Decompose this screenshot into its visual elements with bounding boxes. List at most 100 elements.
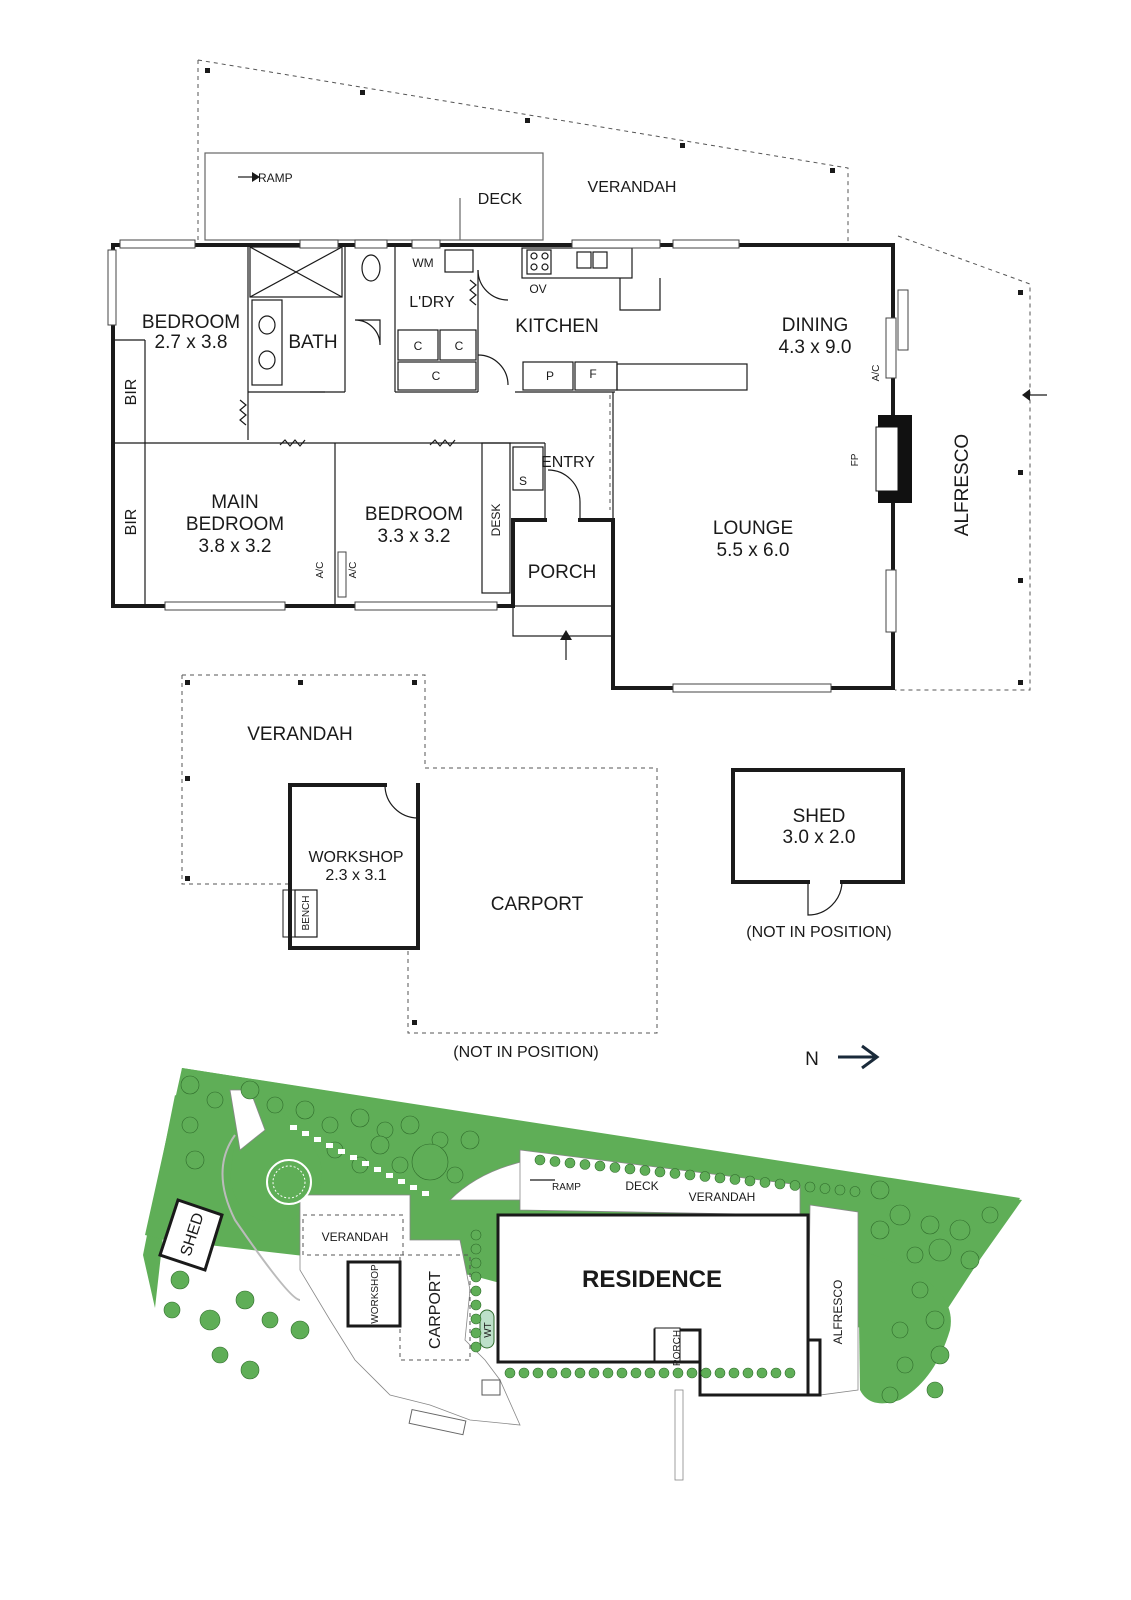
bedroom-1-name: BEDROOM xyxy=(142,312,240,333)
tree xyxy=(870,1220,890,1240)
hedge-shrub xyxy=(756,1367,768,1379)
hedge-shrub xyxy=(834,1184,846,1196)
bath-label: BATH xyxy=(288,332,337,353)
hedge-shrub xyxy=(789,1180,801,1191)
bedroom-2-size: 3.3 x 3.2 xyxy=(378,526,451,547)
hedge-shrub xyxy=(470,1257,482,1269)
tree xyxy=(240,1080,260,1100)
stepping-stone xyxy=(398,1179,405,1184)
tree xyxy=(261,1311,279,1329)
tree xyxy=(891,1321,909,1339)
cupboard-c1: C xyxy=(414,339,423,353)
entry-label: ENTRY xyxy=(541,454,595,471)
bedroom-2-name: BEDROOM xyxy=(365,504,463,525)
hedge-shrub xyxy=(700,1367,712,1379)
porch-label: PORCH xyxy=(528,562,597,583)
tree xyxy=(376,1121,394,1139)
ac-1-label: A/C xyxy=(315,562,326,579)
hedge-shrub xyxy=(534,1154,546,1166)
bedroom-1-size: 2.7 x 3.8 xyxy=(155,332,228,353)
tree xyxy=(370,1135,390,1155)
site-workshop-label: WORKSHOP xyxy=(370,1264,381,1324)
hedge-shrub xyxy=(644,1367,656,1379)
hedge-shrub xyxy=(630,1367,642,1379)
verandah-top-label: VERANDAH xyxy=(588,179,677,196)
hedge-shrub xyxy=(518,1367,530,1379)
hedge-shrub xyxy=(616,1367,628,1379)
tree xyxy=(930,1345,950,1365)
hedge-shrub xyxy=(714,1367,726,1379)
site-carport-label: CARPORT xyxy=(427,1271,444,1349)
outbuildings xyxy=(181,674,905,1070)
workshop-size: 2.3 x 3.1 xyxy=(325,867,386,884)
main-bedroom-size: 3.8 x 3.2 xyxy=(199,536,272,557)
hedge-shrub xyxy=(470,1327,482,1339)
hedge-shrub xyxy=(574,1367,586,1379)
tree xyxy=(400,1115,420,1135)
hedge-shrub xyxy=(849,1186,861,1197)
tree xyxy=(889,1204,911,1226)
tree xyxy=(391,1156,409,1174)
hedge-shrub xyxy=(770,1367,782,1379)
tree xyxy=(928,1238,952,1262)
hedge-shrub xyxy=(658,1367,670,1379)
tree xyxy=(350,1108,370,1128)
ramp-label: RAMP xyxy=(258,171,293,185)
stepping-stone xyxy=(302,1131,309,1136)
main-bedroom-name: MAIN xyxy=(211,492,259,513)
tree xyxy=(235,1290,255,1310)
tree xyxy=(960,1250,980,1270)
laundry-label: L'DRY xyxy=(409,294,455,311)
hedge-shrub xyxy=(549,1156,561,1167)
bench-label: BENCH xyxy=(301,895,312,930)
verandah-out-label: VERANDAH xyxy=(247,724,353,745)
shed-note: (NOT IN POSITION) xyxy=(746,924,891,941)
site-verandah-label: VERANDAH xyxy=(689,1190,756,1204)
hedge-shrub xyxy=(470,1341,482,1353)
tree xyxy=(185,1150,205,1170)
tree xyxy=(949,1219,971,1241)
ac-2-label: A/C xyxy=(348,562,359,579)
hedge-shrub xyxy=(546,1367,558,1379)
house-walls xyxy=(111,243,912,690)
bir-2-label: BIR xyxy=(123,509,140,536)
hedge-shrub xyxy=(470,1313,482,1325)
carport-label: CARPORT xyxy=(491,894,584,915)
tree xyxy=(881,1386,899,1404)
hedge-shrub xyxy=(714,1172,726,1184)
site-trees xyxy=(163,1075,999,1404)
tree xyxy=(911,1281,929,1299)
hedge-shrub xyxy=(672,1367,684,1379)
tree xyxy=(295,1100,315,1120)
hedge-shrub xyxy=(602,1367,614,1379)
site-porch-label: PORCH xyxy=(672,1330,683,1366)
hedge-shrub xyxy=(744,1175,756,1187)
tree xyxy=(460,1130,480,1150)
hedge-shrub xyxy=(504,1367,516,1379)
tree xyxy=(926,1381,944,1399)
hedge-shrub xyxy=(759,1177,771,1188)
carport-note: (NOT IN POSITION) xyxy=(453,1044,598,1061)
tree xyxy=(870,1180,890,1200)
site-ramp-label: RAMP xyxy=(552,1182,581,1193)
verandah-deck-outline xyxy=(197,59,849,245)
desk-label: DESK xyxy=(489,504,503,537)
ov-label: OV xyxy=(529,282,546,296)
tree xyxy=(180,1075,200,1095)
site-verandah2-label: VERANDAH xyxy=(322,1230,389,1244)
hedge-shrub xyxy=(594,1160,606,1172)
north-label: N xyxy=(805,1049,819,1070)
hedge-shrub xyxy=(579,1159,591,1170)
tree xyxy=(981,1206,999,1224)
hedge-shrub xyxy=(470,1299,482,1311)
tree xyxy=(163,1301,181,1319)
tree xyxy=(321,1116,339,1134)
kitchen-label: KITCHEN xyxy=(515,316,598,337)
hedge-shrub xyxy=(729,1174,741,1185)
tree xyxy=(170,1270,190,1290)
shed-name: SHED xyxy=(793,806,846,827)
hedge-shrub xyxy=(684,1169,696,1181)
main-bedroom-name2: BEDROOM xyxy=(186,514,284,535)
windows xyxy=(107,239,832,693)
